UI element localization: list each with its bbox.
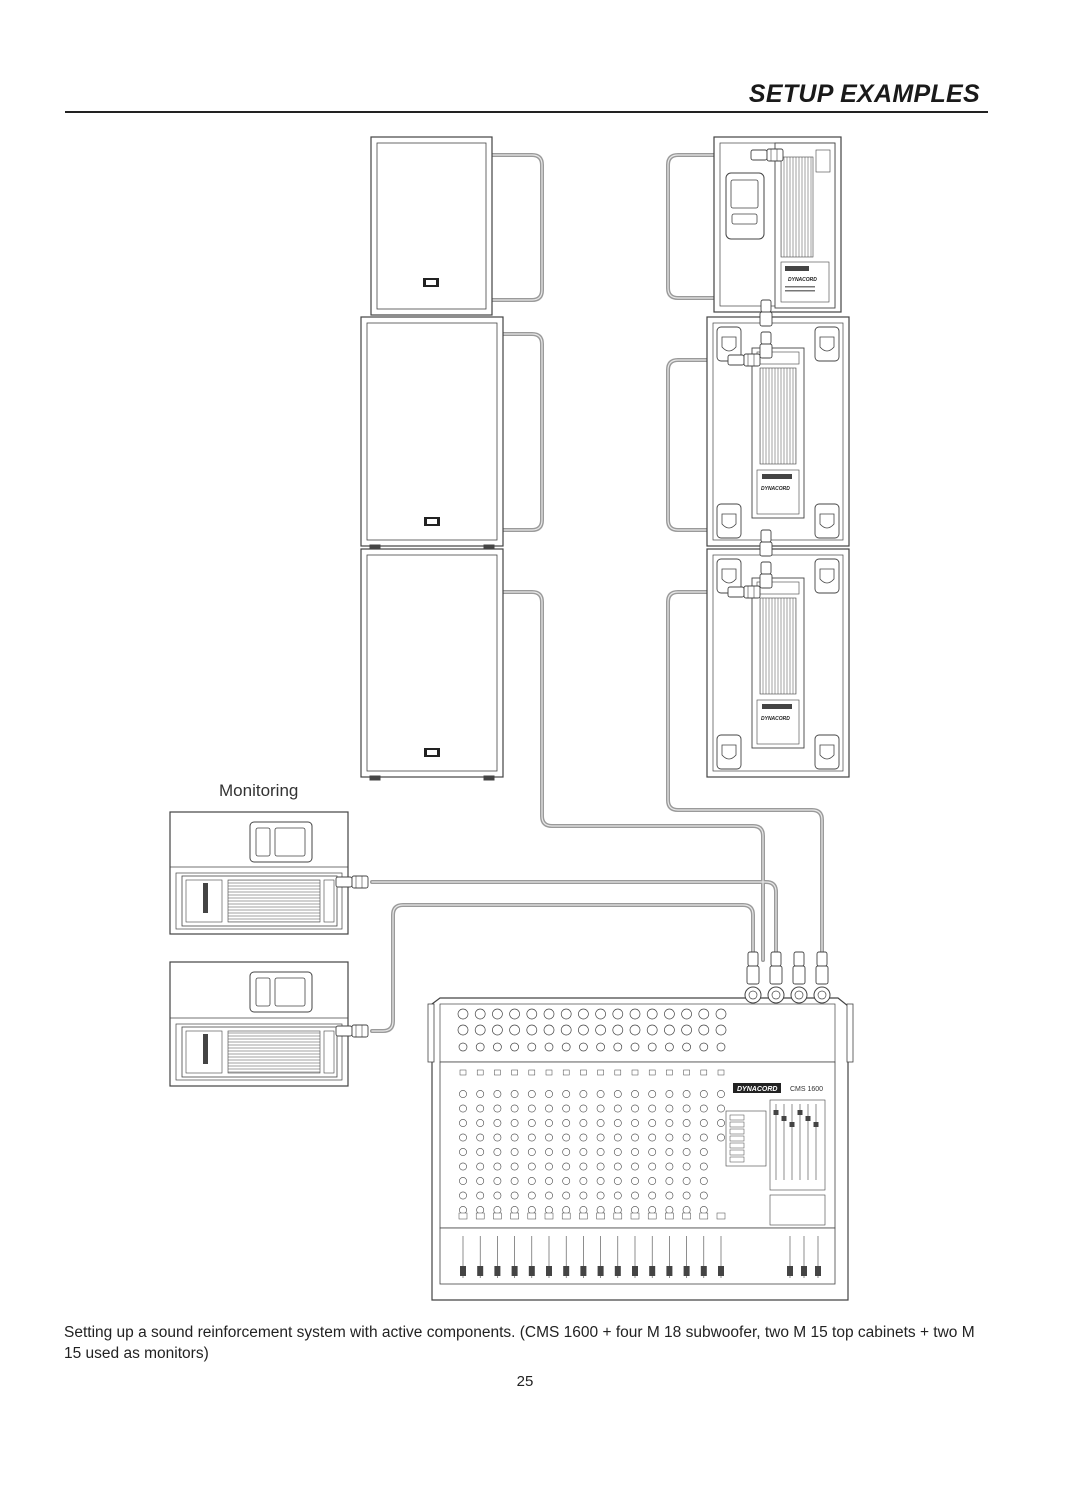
xlr-connector-icon <box>813 951 831 1004</box>
brand-label: DYNACORD <box>788 277 817 283</box>
figure-caption: Setting up a sound reinforcement system … <box>64 1324 975 1362</box>
mixer-channels <box>457 1008 821 1278</box>
monitoring-label: Monitoring <box>219 781 299 800</box>
monitor-2 <box>169 961 349 1087</box>
xlr-connector-icon <box>744 951 762 1004</box>
channel-strip <box>681 1008 692 1278</box>
channel-strip <box>492 1008 503 1278</box>
channel-strip <box>698 1008 710 1278</box>
channel-strip <box>543 1008 555 1278</box>
xlr-connector-icon <box>335 875 369 889</box>
cable-front-top-left <box>490 153 544 302</box>
rear-top-cabinet: DYNACORD <box>713 136 842 313</box>
xlr-connector-icon <box>727 353 761 367</box>
xlr-connector-icon <box>727 585 761 599</box>
front-top-cabinet <box>370 136 493 316</box>
xlr-connector-icon <box>750 148 784 162</box>
header-rule <box>65 111 988 113</box>
front-subwoofer-1 <box>360 316 504 550</box>
xlr-connector-icon <box>759 561 773 589</box>
front-subwoofer-2 <box>360 548 504 781</box>
xlr-connector-icon <box>759 331 773 359</box>
mixer-model: CMS 1600 <box>790 1086 823 1093</box>
cable-monitor-upper <box>370 880 778 962</box>
channel-strip <box>526 1008 538 1278</box>
channel-strip <box>646 1008 658 1278</box>
xlr-connector-icon <box>759 529 773 557</box>
channel-strip <box>560 1008 572 1278</box>
rear-subwoofer-1: DYNACORD <box>706 316 850 547</box>
brand-label: DYNACORD <box>761 716 790 722</box>
page-number: 25 <box>516 1373 534 1390</box>
monitor-1 <box>169 811 349 935</box>
mixer: DYNACORD CMS 1600 <box>427 997 854 1301</box>
xlr-connector-icon <box>335 1024 369 1038</box>
channel-strip <box>664 1008 675 1278</box>
cable-front-sub1-left <box>501 332 544 532</box>
channel-strip <box>457 1008 469 1278</box>
channel-strip <box>629 1008 641 1278</box>
xlr-connector-icon <box>759 299 773 327</box>
xlr-connector-icon <box>790 951 808 1004</box>
brand-label: DYNACORD <box>761 486 790 492</box>
xlr-connectors <box>335 148 831 1038</box>
xlr-connector-icon <box>767 951 785 1004</box>
rear-subwoofer-2: DYNACORD <box>706 548 850 778</box>
channel-strip <box>715 1008 727 1278</box>
channel-strip <box>509 1008 520 1278</box>
channel-strip <box>612 1008 624 1278</box>
channel-strip <box>474 1008 486 1278</box>
brand-label: DYNACORD <box>737 1086 777 1093</box>
channel-strip <box>578 1008 589 1278</box>
channel-strip <box>595 1008 606 1278</box>
section-title: SETUP EXAMPLES <box>748 80 980 108</box>
